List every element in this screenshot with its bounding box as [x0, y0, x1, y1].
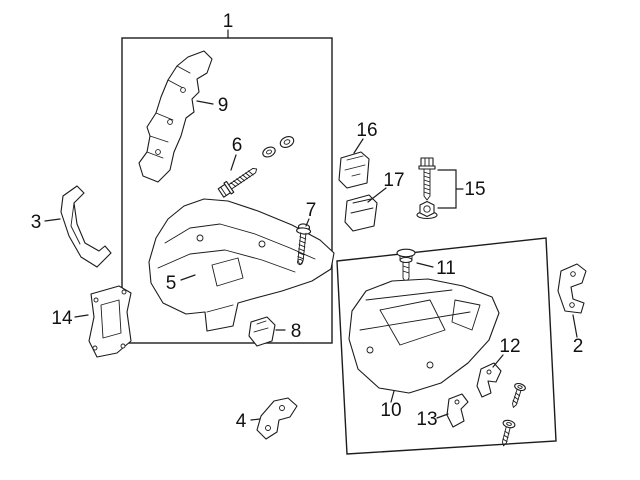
screw-lower	[502, 419, 516, 447]
part-12-small-bracket	[476, 362, 502, 398]
callout-6: 6	[232, 135, 243, 156]
part-15-flange-nut	[416, 200, 438, 220]
callout-11: 11	[436, 258, 456, 279]
callout-10: 10	[380, 400, 401, 421]
callout-17: 17	[383, 170, 404, 191]
callout-7: 7	[306, 200, 317, 221]
part-15-bolt	[418, 157, 436, 201]
part-10-mounting-panel	[348, 278, 500, 394]
callout-3: 3	[31, 212, 42, 233]
part-6-washer-large	[279, 136, 295, 148]
part-13-small-bracket	[446, 393, 469, 428]
part-16-clip-nut	[338, 151, 370, 189]
callout-8: 8	[291, 321, 302, 342]
callout-5: 5	[166, 273, 177, 294]
part-14-mounting-plate	[88, 285, 132, 358]
callout-12: 12	[499, 336, 520, 357]
part-3-side-bracket	[60, 185, 112, 268]
part-6-bolt	[217, 168, 258, 198]
part-5-lower-support-panel	[148, 198, 335, 332]
part-6-washer-small	[262, 146, 276, 158]
callout-14: 14	[51, 308, 73, 329]
callout-13: 13	[416, 409, 437, 430]
callout-15: 15	[464, 179, 485, 200]
callout-4: 4	[236, 411, 247, 432]
callout-labels: 1 2 3 4 5 6 7 8 9 10 11 12 13 14 15 16 1…	[31, 11, 584, 432]
callout-1: 1	[223, 11, 234, 32]
assembly-box-left	[121, 37, 333, 344]
part-9-upper-support	[138, 50, 213, 183]
part-4-lower-bracket	[256, 397, 298, 440]
callout-9: 9	[218, 95, 229, 116]
screw-upper	[512, 382, 526, 408]
part-8-clip	[248, 316, 276, 347]
part-2-right-bracket	[557, 263, 587, 314]
callout-2: 2	[573, 336, 584, 357]
assembly-box-right	[336, 237, 557, 455]
part-11-push-rivet	[396, 248, 416, 284]
part-17-clip-nut	[344, 194, 378, 232]
leader-lines	[44, 29, 578, 421]
callout-16: 16	[356, 120, 377, 141]
